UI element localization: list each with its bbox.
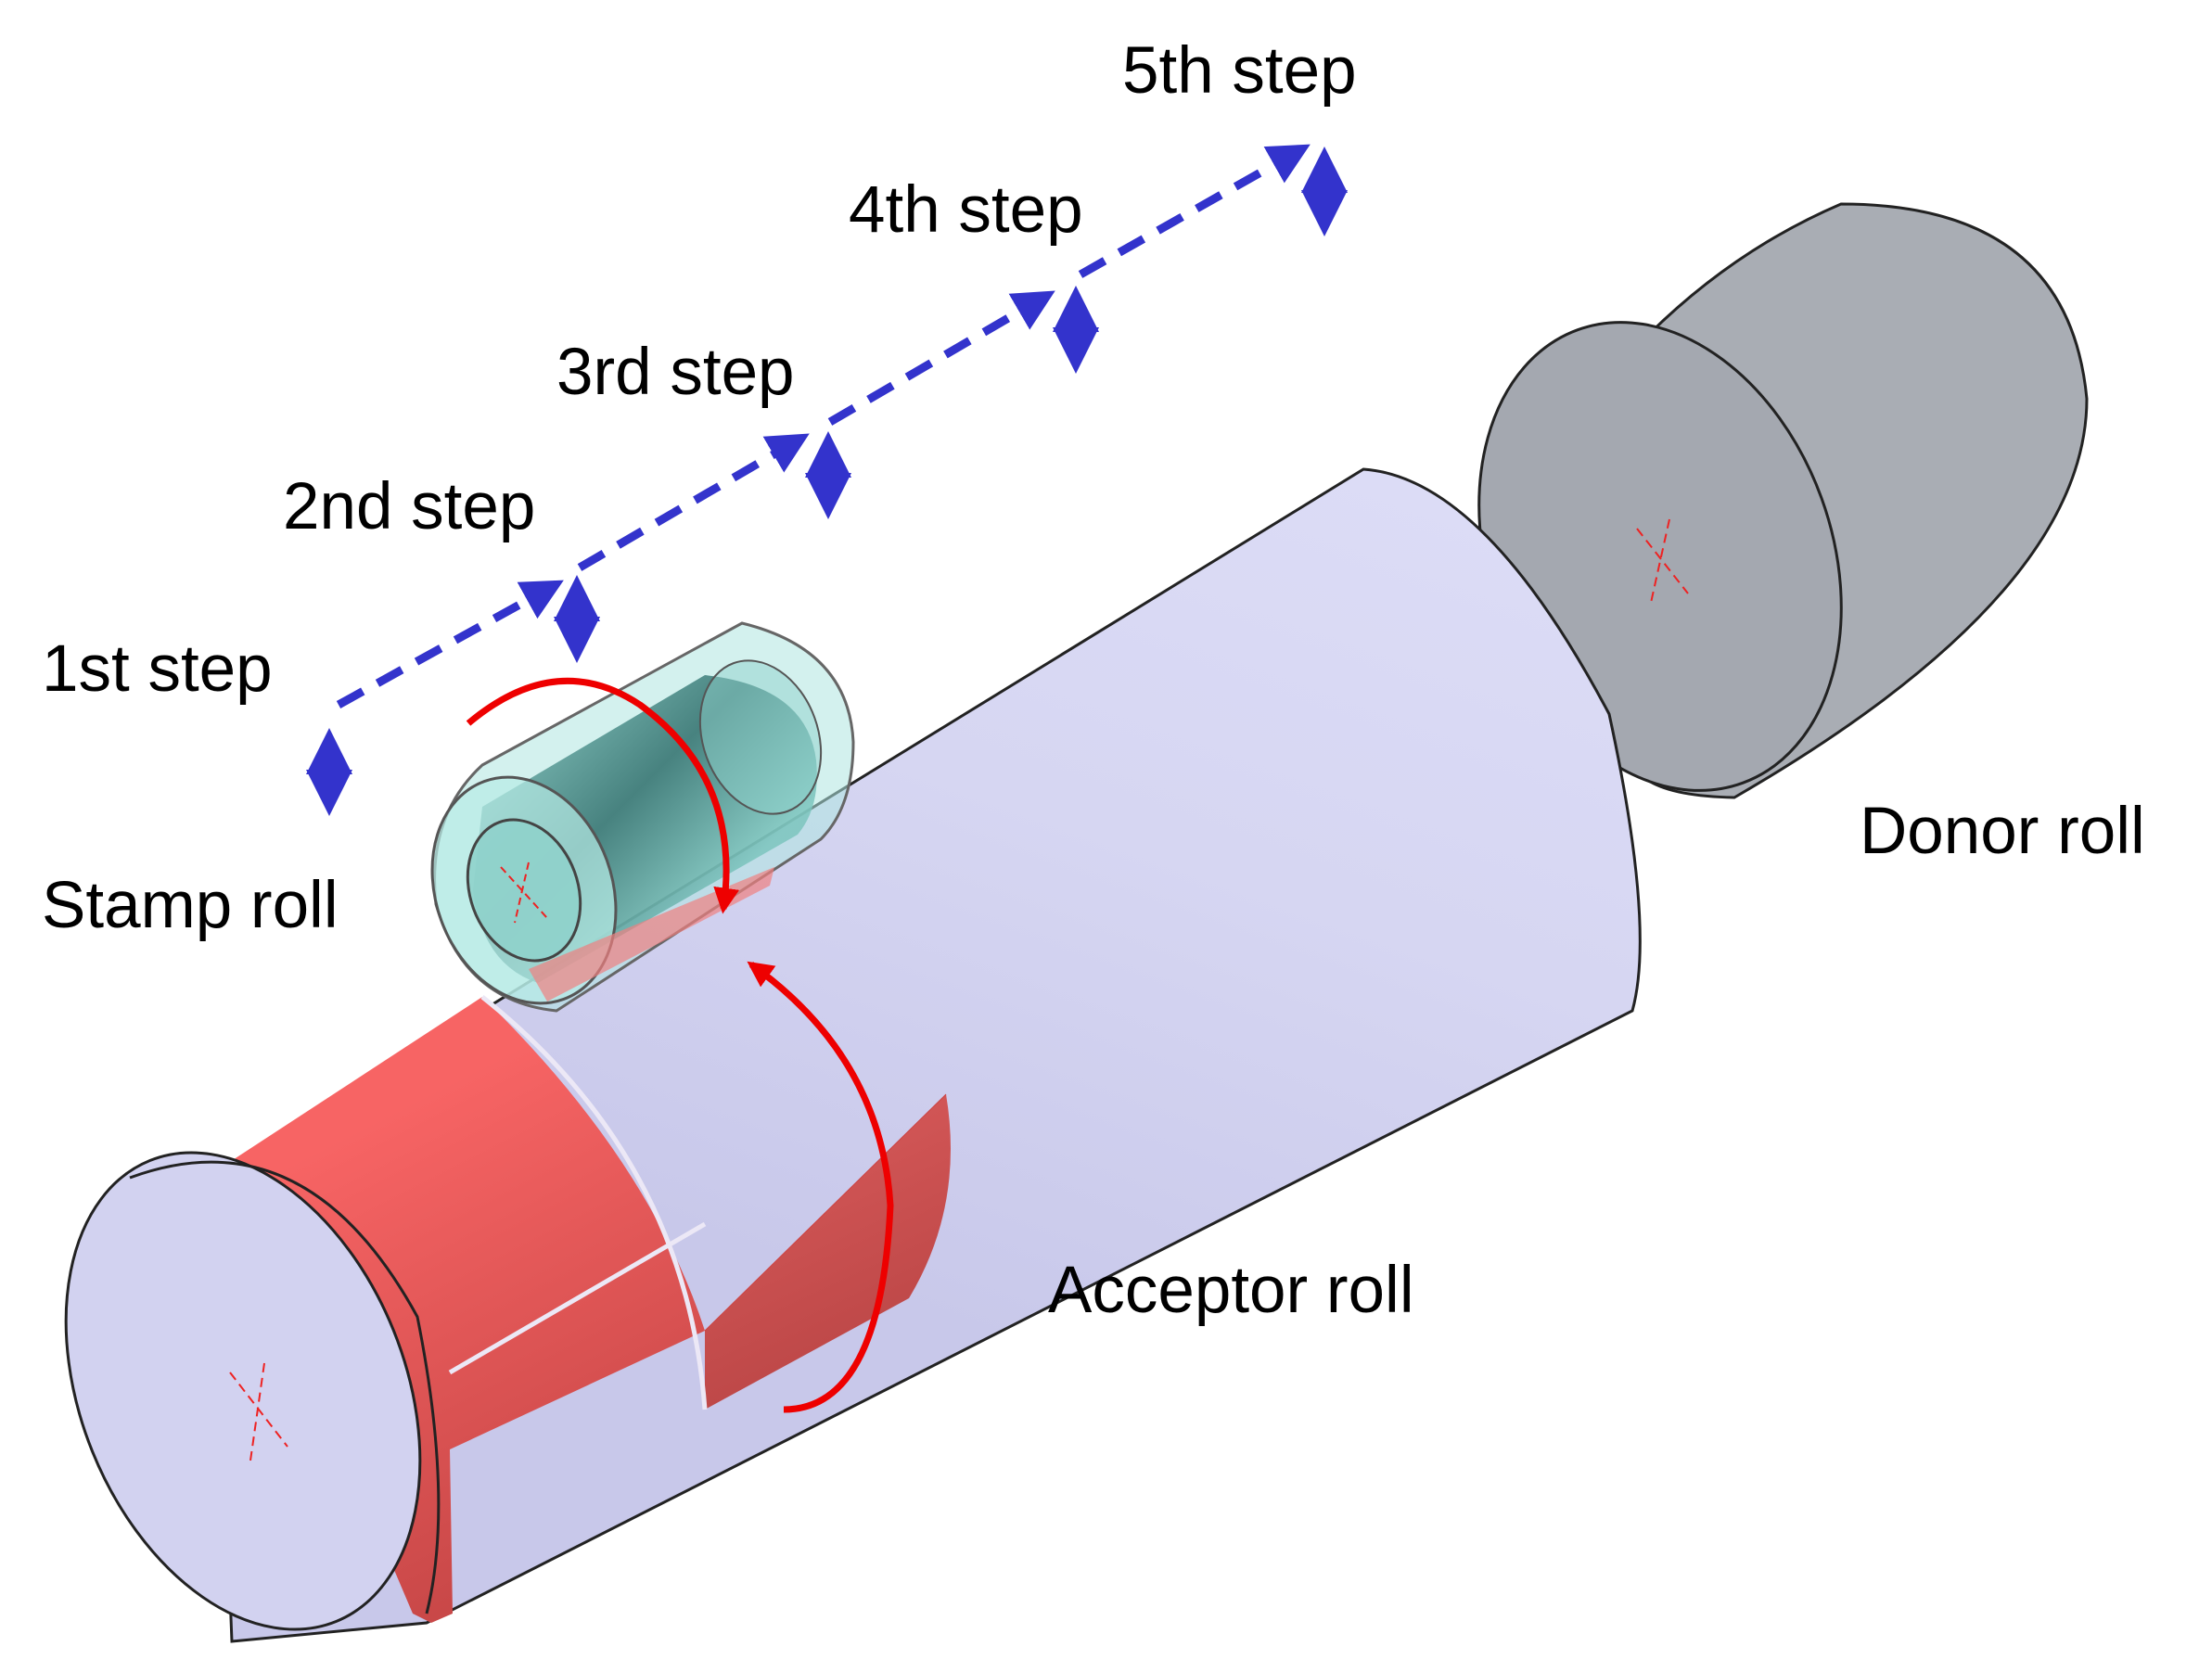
acceptor-rotation-arrow — [747, 961, 894, 1413]
stamp-axis-mark — [500, 861, 548, 924]
stamp-pattern-strip — [529, 867, 774, 1002]
label-acceptor-roll: Acceptor roll — [1048, 1254, 1414, 1327]
label-step-4: 4th step — [849, 173, 1083, 247]
stamp-rotation-arrow — [466, 677, 740, 914]
label-donor-roll: Donor roll — [1860, 795, 2145, 868]
stamp-roll — [430, 621, 855, 1013]
step-path-segment-4 — [1078, 144, 1311, 278]
label-step-3: 3rd step — [556, 336, 795, 409]
stamp-roll-bore — [466, 818, 582, 963]
label-stamp-roll: Stamp roll — [42, 869, 339, 942]
pattern-seam — [480, 995, 708, 1410]
acceptor-axis-mark — [229, 1362, 288, 1461]
acceptor-roll-face — [64, 1151, 422, 1631]
label-step-1: 1st step — [42, 632, 273, 706]
step-path-segment-3 — [827, 290, 1055, 426]
acceptor-pattern-front — [223, 997, 705, 1623]
acceptor-face-rim — [129, 1160, 441, 1614]
stamp-roll-rear-face — [698, 659, 823, 815]
label-step-5: 5th step — [1122, 34, 1357, 108]
pattern-seam-2 — [448, 1221, 707, 1375]
acceptor-roll — [64, 467, 1642, 1643]
label-step-2: 2nd step — [283, 470, 535, 543]
step-updown-arrows — [306, 147, 1348, 816]
step-path-segment-2 — [577, 433, 810, 571]
pattern-edge — [704, 1093, 947, 1332]
